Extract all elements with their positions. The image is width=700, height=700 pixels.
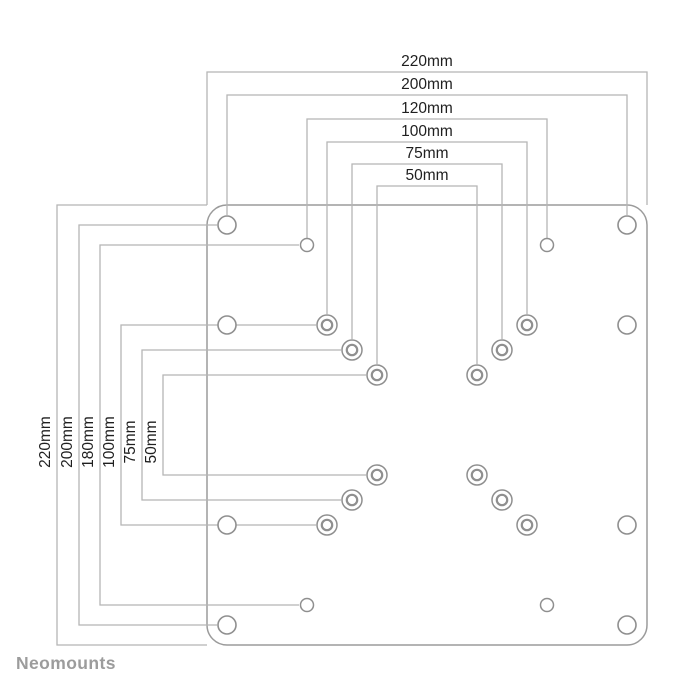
- h-dim-label-220mm: 220mm: [401, 53, 453, 70]
- v-dim-label-200mm: 200mm: [59, 416, 76, 468]
- vesa50-hole-top-right: [465, 363, 489, 387]
- vesa75-hole-top-right: [490, 338, 514, 362]
- edge-hole-left-bottom: [217, 515, 237, 535]
- edge-hole-left-top: [217, 315, 237, 335]
- vesa50-hole-bottom-left: [365, 463, 389, 487]
- h-dim-label-200mm: 200mm: [401, 76, 453, 93]
- h-dim-label-120mm: 120mm: [401, 100, 453, 117]
- v-dim-label-100mm: 100mm: [101, 416, 118, 468]
- vesa75-hole-top-left: [340, 338, 364, 362]
- h-dim-line-200mm: [226, 94, 628, 215]
- vesa75-hole-bottom-right: [490, 488, 514, 512]
- vesa100-hole-top-right: [515, 313, 539, 337]
- v-dim-label-180mm: 180mm: [80, 416, 97, 468]
- brand-logo: Neomounts: [16, 653, 116, 673]
- h-dim-line-100mm: [326, 141, 528, 314]
- corner-hole-top-left: [217, 215, 237, 235]
- corner-hole-bottom-left: [217, 615, 237, 635]
- horizontal-dimension-lines: [206, 71, 648, 364]
- inner-hole-top-left: [299, 237, 315, 253]
- vesa50-hole-bottom-right: [465, 463, 489, 487]
- h-dim-label-100mm: 100mm: [401, 123, 453, 140]
- h-dim-line-50mm: [376, 185, 478, 364]
- vesa100-hole-top-left: [315, 313, 339, 337]
- h-dim-label-50mm: 50mm: [405, 167, 448, 184]
- corner-hole-top-right: [617, 215, 637, 235]
- vesa50-hole-top-left: [365, 363, 389, 387]
- v-dim-line-180mm: [99, 244, 299, 606]
- corner-hole-bottom-right: [617, 615, 637, 635]
- h-dim-line-75mm: [351, 163, 503, 339]
- vesa75-hole-bottom-left: [340, 488, 364, 512]
- v-dim-line-75mm: [141, 349, 341, 501]
- inner-hole-bottom-left: [299, 597, 315, 613]
- vertical-dimension-labels: 220mm 200mm 180mm 100mm 75mm 50mm: [37, 416, 160, 468]
- v-dim-line-200mm: [78, 224, 217, 626]
- v-dim-label-75mm: 75mm: [122, 420, 139, 463]
- inner-hole-bottom-right: [539, 597, 555, 613]
- h-dim-line-120mm: [306, 118, 548, 238]
- horizontal-dimension-labels: 220mm 200mm 120mm 100mm 75mm 50mm: [401, 53, 453, 184]
- edge-hole-right-bottom: [617, 515, 637, 535]
- vesa100-hole-bottom-right: [515, 513, 539, 537]
- h-dim-line-220mm: [206, 71, 648, 205]
- inner-hole-top-right: [539, 237, 555, 253]
- vesa100-hole-bottom-left: [315, 513, 339, 537]
- v-dim-label-50mm: 50mm: [143, 420, 160, 463]
- edge-hole-right-top: [617, 315, 637, 335]
- h-dim-label-75mm: 75mm: [405, 145, 448, 162]
- v-dim-line-50mm: [162, 374, 366, 476]
- adapter-plate: [206, 204, 648, 646]
- v-dim-line-220mm: [56, 204, 207, 646]
- v-dim-label-220mm: 220mm: [37, 416, 54, 468]
